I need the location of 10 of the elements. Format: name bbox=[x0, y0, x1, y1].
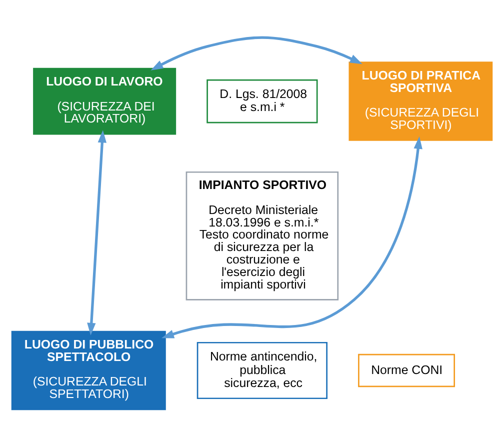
node-box: IMPIANTO SPORTIVO Decreto Ministeriale 18.03.1996 e s.m.i.* Testo coordinato norme di sicurezza per la costruzione e l'esercizio degli impianti sportivi bbox=[186, 170, 339, 300]
node-box: Norme antincendio, pubblica sicurezza, ecc bbox=[196, 341, 328, 399]
node-box: Norme CONI bbox=[358, 353, 455, 387]
arrow bbox=[150, 36, 362, 70]
node-box: D. Lgs. 81/2008 e s.m.i * bbox=[206, 78, 318, 123]
arrow bbox=[87, 130, 106, 335]
node-box: LUOGO DI LAVORO (SICUREZZA DEI LAVORATORI) bbox=[33, 67, 176, 134]
arrow bbox=[162, 136, 422, 338]
node-box: LUOGO DI PRATICA SPORTIVA (SICUREZZA DEGLI SPORTIVI) bbox=[348, 61, 493, 140]
node-box: LUOGO DI PUBBLICO SPETTACOLO (SICUREZZA DEGLI SPETTATORI) bbox=[11, 330, 166, 410]
